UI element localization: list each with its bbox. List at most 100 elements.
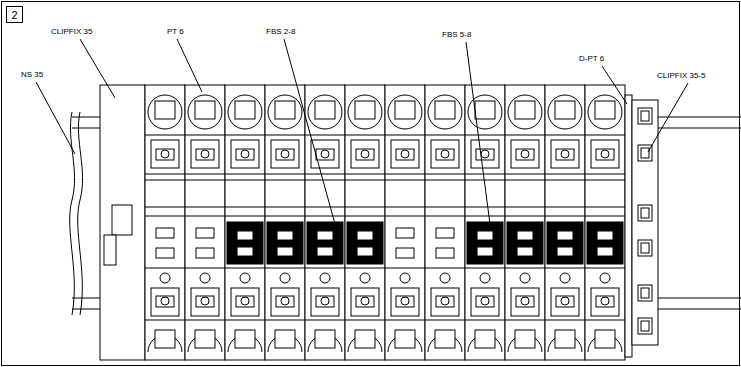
part-label: FBS 2-8 <box>265 27 296 37</box>
drawing-part <box>385 268 425 269</box>
drawing-part <box>476 296 494 307</box>
drawing-part <box>385 135 425 136</box>
drawing-part <box>440 273 450 283</box>
drawing-part <box>356 296 374 307</box>
drawing-part <box>231 288 259 316</box>
drawing-part <box>275 101 295 119</box>
drawing-part <box>555 330 575 348</box>
terminal-block <box>145 85 185 360</box>
drawing-part <box>431 288 459 316</box>
drawing-part <box>561 297 569 305</box>
end-clamp <box>100 85 145 360</box>
drawing-part <box>276 149 294 160</box>
end-clamp <box>632 100 658 345</box>
terminal-block <box>265 85 305 360</box>
end-clamp-foot <box>104 235 116 265</box>
drawing-part <box>225 268 265 269</box>
drawing-part <box>196 149 214 160</box>
drawing-part <box>345 180 385 181</box>
drawing-part <box>145 207 185 208</box>
drawing-part <box>145 174 185 175</box>
end-clamp-window <box>112 205 132 235</box>
drawing-part <box>185 135 225 136</box>
drawing-part <box>515 330 535 348</box>
terminal-block <box>585 85 625 360</box>
drawing-part <box>271 140 299 168</box>
drawing-part <box>225 180 265 181</box>
drawing-part <box>585 216 625 217</box>
drawing-part <box>185 268 225 269</box>
drawing-part <box>396 228 414 238</box>
clamp-detail <box>641 288 649 298</box>
terminal-block <box>545 85 585 360</box>
drawing-part <box>425 216 465 217</box>
drawing-part <box>551 140 579 168</box>
bridge <box>507 222 543 264</box>
drawing-part <box>196 248 214 258</box>
drawing-part <box>391 140 419 168</box>
drawing-part <box>225 174 265 175</box>
drawing-part <box>505 216 545 217</box>
drawing-part <box>155 330 175 348</box>
drawing-part <box>436 296 454 307</box>
drawing-part <box>585 320 625 321</box>
drawing-part <box>355 330 375 348</box>
drawing-part <box>505 268 545 269</box>
figure-number: 2 <box>11 9 17 21</box>
bridge-contact <box>278 232 292 239</box>
end-cover <box>625 95 632 357</box>
drawing-part <box>561 150 569 158</box>
drawing-part <box>595 330 615 348</box>
drawing-part <box>160 273 170 283</box>
drawing-part <box>201 297 209 305</box>
drawing-part <box>505 180 545 181</box>
drawing-part <box>596 296 614 307</box>
drawing-part <box>191 288 219 316</box>
drawing-part <box>515 101 535 119</box>
drawing-part <box>225 85 265 360</box>
bridge-contact <box>238 232 252 239</box>
drawing-part <box>505 174 545 175</box>
clamp-detail <box>638 108 652 124</box>
drawing-part <box>345 207 385 208</box>
drawing-part <box>345 320 385 321</box>
drawing-part <box>345 268 385 269</box>
drawing-part <box>468 95 502 129</box>
drawing-part <box>265 207 305 208</box>
drawing-part <box>161 297 169 305</box>
drawing-part <box>225 207 265 208</box>
drawing-part <box>505 85 545 360</box>
drawing-part <box>385 320 425 321</box>
drawing-part <box>436 149 454 160</box>
clamp-detail <box>641 208 649 218</box>
drawing-part <box>305 174 345 175</box>
terminal-block <box>345 85 385 360</box>
drawing-part <box>395 101 415 119</box>
drawing-part <box>151 140 179 168</box>
drawing-part <box>316 296 334 307</box>
terminal-block <box>305 85 345 360</box>
part-label: D-PT 6 <box>578 54 605 64</box>
drawing-part <box>545 180 585 181</box>
drawing-part <box>465 216 505 217</box>
drawing-part <box>395 330 415 348</box>
drawing-part <box>520 273 530 283</box>
drawing-part <box>305 320 345 321</box>
drawing-part <box>585 135 625 136</box>
drawing-part <box>305 216 345 217</box>
drawing-part <box>351 140 379 168</box>
drawing-part <box>305 268 345 269</box>
drawing-part <box>321 297 329 305</box>
drawing-part <box>465 320 505 321</box>
part-label: PT 6 <box>166 27 185 37</box>
drawing-part <box>321 150 329 158</box>
drawing-part <box>481 150 489 158</box>
drawing-part <box>588 95 622 129</box>
drawing-part <box>441 150 449 158</box>
drawing-part <box>156 228 174 238</box>
drawing-part <box>471 288 499 316</box>
drawing-part <box>436 248 454 258</box>
drawing-part <box>195 330 215 348</box>
drawing-part <box>396 248 414 258</box>
